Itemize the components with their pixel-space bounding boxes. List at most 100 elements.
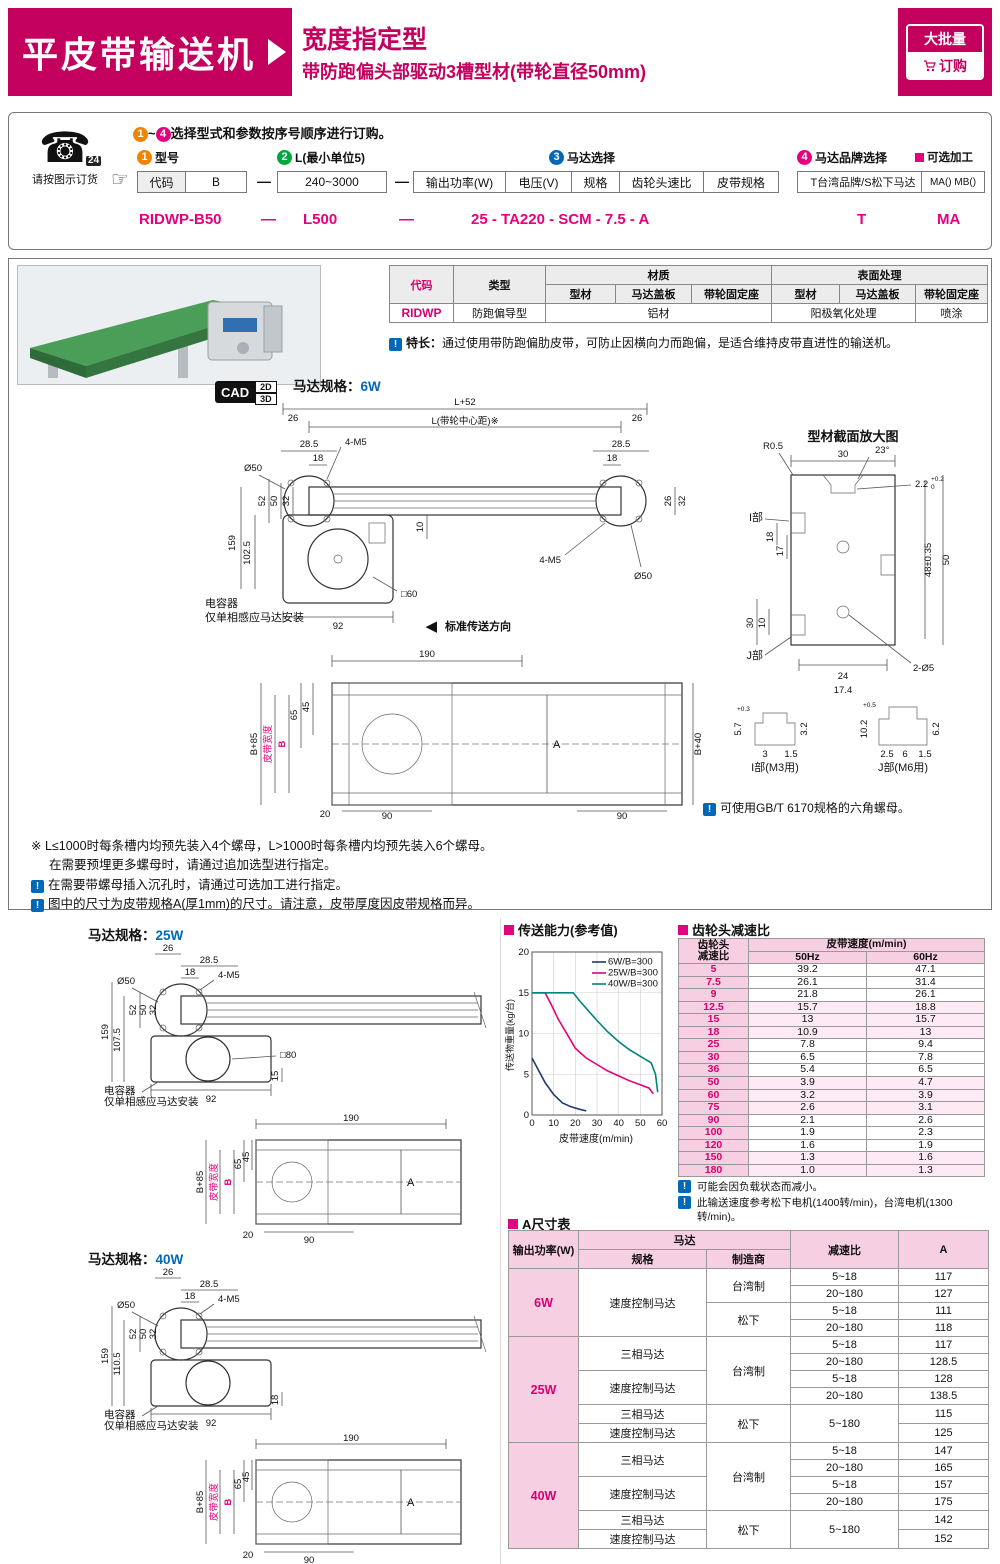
drawing-25w-side: 190 B+85 皮带宽度 B 65 45 A 20 90 <box>196 1113 462 1246</box>
main-section: CAD 2D 3D 代码 类型 材质 表面处理 型材 马达盖板 带轮固定座 型材… <box>8 258 992 913</box>
dim: 92 <box>333 621 344 632</box>
dim: 17.4 <box>834 685 853 696</box>
gear-h-speed: 皮带速度(m/min) <box>747 938 986 952</box>
dimension-lines <box>111 1277 283 1420</box>
direction-text: 标准传送方向 <box>444 619 511 633</box>
dim: 30 <box>838 449 849 460</box>
square-marker <box>508 1218 518 1229</box>
table-cell: 18.8 <box>865 1000 986 1015</box>
dim: 28.5 <box>200 955 219 966</box>
table-cell: 125 <box>898 1423 989 1443</box>
dim: 110.5 <box>112 1352 123 1375</box>
feature-text: 通过使用带防跑偏肋皮带，可防止因横向力而跑偏，是适合维持皮带直进性的输送机。 <box>442 336 899 350</box>
spec-sub: 马达盖板 <box>615 284 692 304</box>
table-cell: 20~180 <box>790 1285 899 1303</box>
table-cell: 20~180 <box>790 1459 899 1477</box>
dim: 90 <box>617 811 628 821</box>
table-cell: 速度控制马达 <box>578 1476 707 1511</box>
dim: 28.5 <box>612 439 631 450</box>
spec-sub: 带轮固定座 <box>914 284 989 304</box>
table-cell: 36 <box>678 1063 749 1077</box>
i-part-detail: 5.7 +0.3 3.2 3 1.5 I部(M3用) <box>733 706 810 774</box>
table-cell: 20~180 <box>790 1493 899 1511</box>
a-h-power: 输出功率(W) <box>508 1230 579 1269</box>
table-cell: 150 <box>678 1151 749 1165</box>
dim: 48±0.35 <box>923 543 934 577</box>
dim: 26 <box>632 413 643 424</box>
feature-prefix: 特长： <box>406 336 443 350</box>
table-cell: 25W <box>508 1336 579 1443</box>
dim: 23° <box>875 445 890 456</box>
example-brand: T <box>857 211 867 228</box>
optional-title: 可选加工 <box>915 149 973 165</box>
dim: 20 <box>243 1550 254 1561</box>
dim: 30 <box>745 618 756 629</box>
column-divider <box>500 918 501 1564</box>
dim: L+52 <box>454 397 475 408</box>
svg-text:20: 20 <box>570 1118 581 1129</box>
drawing-6w-side: 190 65 45 B+85 皮带宽度 B A 20 90 90 B+40 <box>249 649 704 821</box>
dim: 10 <box>415 522 426 533</box>
table-cell: 152 <box>898 1529 989 1549</box>
dim: 2-Ø5 <box>913 663 934 674</box>
table-cell: 3.9 <box>865 1088 986 1103</box>
page-title: 平皮带输送机 <box>22 34 257 75</box>
dim: J部 <box>747 648 764 662</box>
dim: 90 <box>304 1235 315 1246</box>
spec-material: 铝材 <box>545 303 772 323</box>
dim: 5.7 <box>733 722 744 735</box>
table-cell: 5~18 <box>790 1476 899 1494</box>
dim: 32 <box>148 1005 159 1016</box>
table-cell: 5~18 <box>790 1302 899 1320</box>
dim: 26 <box>163 943 174 954</box>
chart-legend-entry: 40W/B=300 <box>608 979 658 990</box>
tilde: ~ <box>148 126 156 141</box>
model-code-box: 代码 B <box>137 171 247 193</box>
header: 平皮带输送机 宽度指定型 带防跑偏头部驱动3槽型材(带轮直径50mm) 大批量 … <box>8 8 992 96</box>
dim: 32 <box>281 496 292 507</box>
table-cell: 142 <box>898 1510 989 1530</box>
table-cell: 5~180 <box>790 1510 899 1549</box>
spec-code: RIDWP <box>389 303 454 323</box>
table-cell: 5 <box>678 963 749 977</box>
table-cell: 三相马达 <box>578 1336 707 1371</box>
dim: 17 <box>775 546 786 557</box>
dim: Ø50 <box>634 571 652 582</box>
cad-badge: CAD 2D 3D <box>215 381 277 405</box>
code-label: 代码 <box>138 172 186 192</box>
note-icon: ! <box>31 899 44 913</box>
table-cell: 6.5 <box>748 1050 867 1065</box>
dim: 50 <box>269 496 280 507</box>
cart-icon <box>924 60 936 72</box>
spec-type: 防跑偏导型 <box>453 303 546 323</box>
dim: 20 <box>320 809 331 820</box>
dim: A <box>553 739 561 751</box>
table-cell: 60 <box>678 1088 749 1103</box>
dim: □60 <box>401 589 417 600</box>
table-cell: 40W <box>508 1442 579 1549</box>
svg-text:15: 15 <box>518 988 529 999</box>
note-icon: ! <box>678 1180 691 1193</box>
detail-lines <box>287 479 643 564</box>
motor-spec-40w: 马达规格：40W <box>88 1252 184 1267</box>
table-cell: 2.3 <box>865 1126 986 1140</box>
table-cell: 1.3 <box>865 1163 986 1178</box>
footnotes: ※ L≤1000时每条槽内均预先装入4个螺母，L>1000时每条槽内均预先装入6… <box>31 837 721 915</box>
table-cell: 111 <box>898 1302 989 1320</box>
dim: 50 <box>941 555 952 566</box>
dim: 159 <box>100 1348 111 1364</box>
svg-text:20: 20 <box>518 947 529 958</box>
arrow-right-icon <box>268 39 287 65</box>
profile-outline <box>790 474 896 646</box>
dimension-lines <box>240 403 676 623</box>
dim: 皮带宽度 <box>208 1163 220 1202</box>
table-cell: 128 <box>898 1370 989 1388</box>
table-cell: 1.0 <box>748 1163 867 1178</box>
